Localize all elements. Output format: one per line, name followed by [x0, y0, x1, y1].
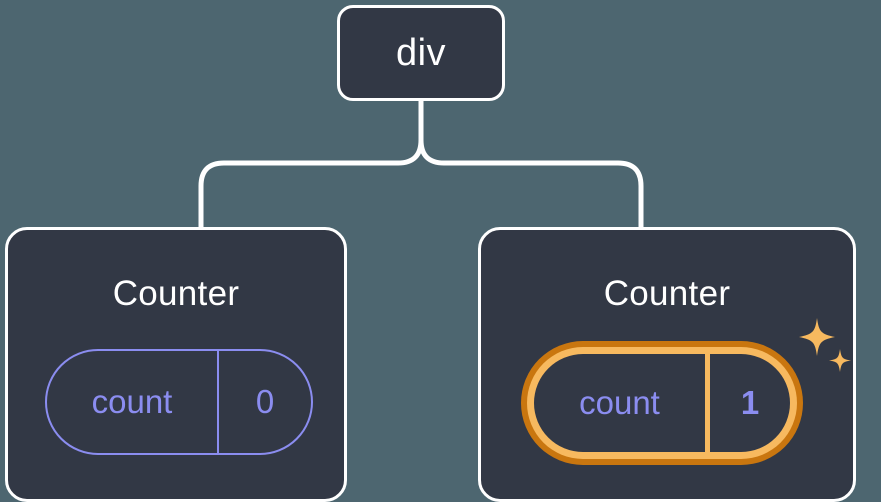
state-key-label: count: [534, 354, 710, 452]
state-pill-body: count 1: [534, 354, 790, 452]
state-pill-count-right-highlighted[interactable]: count 1: [521, 341, 803, 465]
node-counter-left[interactable]: Counter count 0: [5, 227, 347, 502]
state-pill-highlight-ring: count 1: [527, 347, 797, 459]
state-key-label: count: [47, 351, 219, 453]
counter-right-title: Counter: [603, 274, 731, 313]
state-value-label: 0: [255, 383, 275, 420]
node-counter-right[interactable]: Counter count 1: [478, 227, 856, 502]
node-div-label: div: [395, 32, 447, 74]
connector-to-right-counter: [418, 98, 644, 230]
node-div[interactable]: div: [337, 5, 505, 101]
state-pill-count-left[interactable]: count 0: [45, 349, 313, 455]
state-value-label: 1: [740, 384, 760, 421]
connector-to-left-counter: [198, 98, 424, 230]
counter-left-title: Counter: [112, 274, 240, 313]
